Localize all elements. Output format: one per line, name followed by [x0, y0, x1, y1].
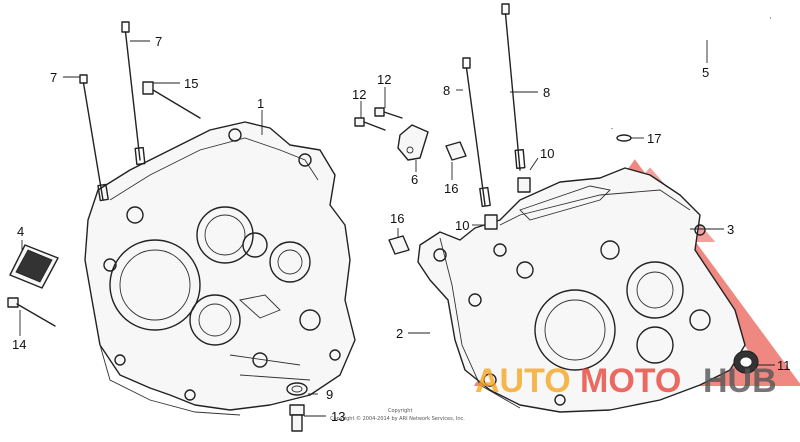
callout-1: 1 [257, 96, 264, 111]
callout-16a: 16 [444, 181, 458, 196]
dowel-pin-16b [388, 235, 410, 255]
leader-lines [19, 40, 775, 417]
copyright-notice: Copyright Copyright © 2004-2014 by ARI N… [330, 408, 465, 422]
screen-filter-4 [9, 244, 59, 289]
bolt-14 [7, 297, 56, 327]
callout-7b: 7 [155, 34, 162, 49]
callout-10b: 10 [455, 218, 469, 233]
washer-9 [286, 382, 308, 396]
stud-bolt-7b [121, 21, 146, 166]
callout-6: 6 [411, 172, 418, 187]
bracket-6 [397, 124, 429, 161]
dowel-collar-10a [517, 177, 531, 193]
stud-bolt-7a [79, 74, 109, 202]
copyright-line1: Copyright [388, 408, 412, 414]
bolt-15 [142, 81, 201, 119]
watermark-text: AUTO MOTO HUB [475, 362, 777, 400]
callout-3: 3 [727, 222, 734, 237]
callout-8a: 8 [443, 83, 450, 98]
bolt-12b [374, 107, 403, 119]
callout-17: 17 [647, 131, 661, 146]
bolt-12a [354, 117, 386, 131]
copyright-line2: Copyright © 2004-2014 by ARI Network Ser… [330, 415, 465, 422]
dowel-pin-16a [445, 141, 467, 161]
stud-bolt-8b [501, 3, 526, 171]
breather-tube-5 [609, 15, 771, 129]
dowel-collar-10b [484, 214, 498, 230]
callout-4: 4 [17, 224, 24, 239]
callout-15: 15 [184, 76, 198, 91]
callout-12a: 12 [352, 87, 366, 102]
callout-9: 9 [326, 387, 333, 402]
callout-8b: 8 [543, 85, 550, 100]
callout-labels: 1 2 3 4 5 6 7 7 8 8 9 10 10 11 12 12 13 … [12, 34, 791, 424]
callout-10a: 10 [540, 146, 554, 161]
callout-5: 5 [702, 65, 709, 80]
drain-plug-13 [289, 404, 305, 432]
oil-seal-11 [733, 350, 759, 374]
callout-13: 13 [331, 409, 345, 424]
stud-bolt-8a [462, 57, 491, 208]
clip-17 [616, 134, 632, 142]
watermark-auto: AUTO [475, 362, 571, 400]
right-crankcase-half [417, 167, 746, 413]
callout-14: 14 [12, 337, 26, 352]
watermark-moto: MOTO [580, 362, 681, 400]
callout-16b: 16 [390, 211, 404, 226]
left-crankcase-half [84, 121, 356, 416]
callout-7a: 7 [50, 70, 57, 85]
watermark-hub: HUB [703, 362, 777, 400]
callout-12b: 12 [377, 72, 391, 87]
callout-11: 11 [777, 358, 791, 373]
callout-2: 2 [396, 326, 403, 341]
